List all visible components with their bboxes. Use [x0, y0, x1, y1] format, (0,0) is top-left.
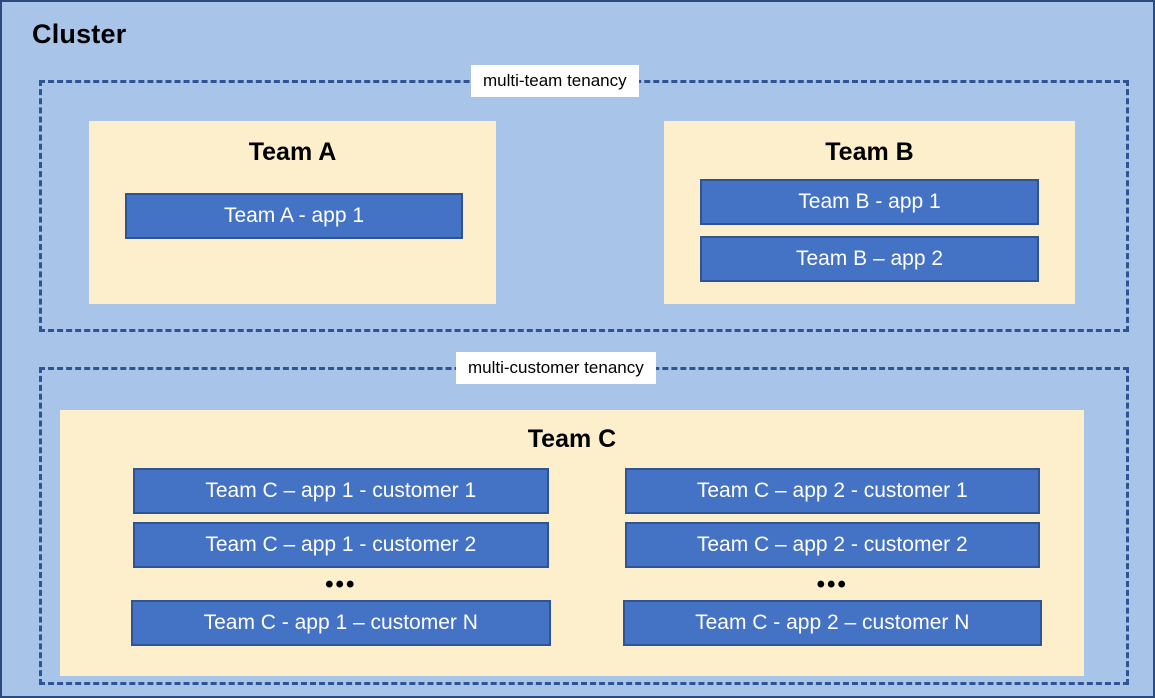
app-box-team-c-app-2-customer-n[interactable]: Team C - app 2 – customer N: [622, 599, 1042, 646]
team-a-app-list: Team A - app 1: [125, 192, 463, 239]
app-box-team-c-app-1-customer-n[interactable]: Team C - app 1 – customer N: [131, 599, 551, 646]
ellipsis-team-c-app-2: •••: [816, 570, 848, 598]
team-c-app-1-column: Team C – app 1 - customer 1 Team C – app…: [131, 467, 551, 646]
team-b-title: Team B: [825, 138, 914, 166]
team-card-team-b: Team B Team B - app 1 Team B – app 2: [664, 121, 1075, 304]
tenancy-label-multi-team: multi-team tenancy: [471, 65, 639, 97]
ellipsis-team-c-app-1: •••: [325, 570, 357, 598]
app-box-team-c-app-1-customer-1[interactable]: Team C – app 1 - customer 1: [133, 467, 549, 514]
app-box-team-b-app-2[interactable]: Team B – app 2: [700, 235, 1039, 282]
app-box-team-c-app-2-customer-1[interactable]: Team C – app 2 - customer 1: [624, 467, 1040, 514]
app-box-team-c-app-2-customer-2[interactable]: Team C – app 2 - customer 2: [624, 521, 1040, 568]
tenancy-group-multi-customer: Team C Team C – app 1 - customer 1 Team …: [39, 367, 1129, 685]
tenancy-group-multi-team: Team A Team A - app 1 Team B Team B - ap…: [39, 80, 1129, 332]
team-c-app-2-column: Team C – app 2 - customer 1 Team C – app…: [622, 467, 1042, 646]
team-card-team-a: Team A Team A - app 1: [89, 121, 496, 304]
app-box-team-a-app-1[interactable]: Team A - app 1: [125, 192, 463, 239]
team-a-title: Team A: [248, 138, 337, 166]
tenancy-label-multi-customer: multi-customer tenancy: [456, 352, 656, 384]
app-box-team-c-app-1-customer-2[interactable]: Team C – app 1 - customer 2: [133, 521, 549, 568]
team-b-app-list: Team B - app 1 Team B – app 2: [700, 178, 1039, 282]
page-title: Cluster: [32, 19, 127, 49]
app-box-team-b-app-1[interactable]: Team B - app 1: [700, 178, 1039, 225]
team-c-app-columns: Team C – app 1 - customer 1 Team C – app…: [60, 467, 1084, 646]
team-card-team-c: Team C Team C – app 1 - customer 1 Team …: [60, 410, 1084, 676]
team-c-title: Team C: [527, 425, 617, 453]
